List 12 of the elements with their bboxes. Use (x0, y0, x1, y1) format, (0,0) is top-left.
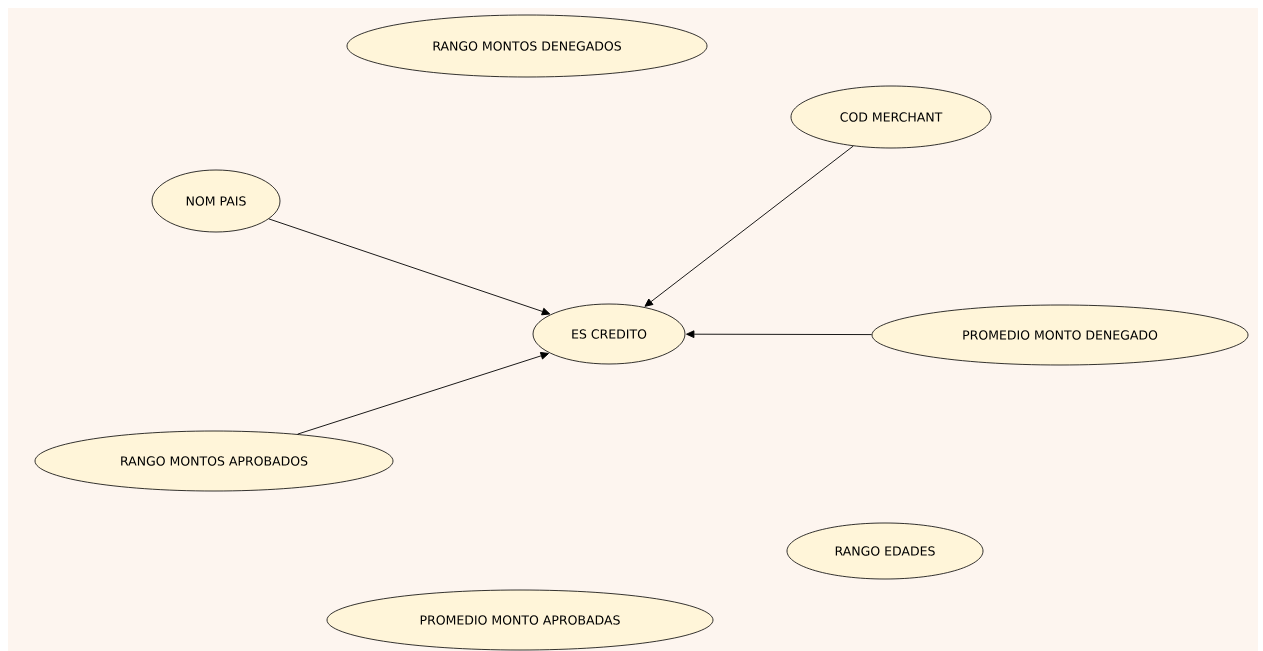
arrow (268, 218, 551, 316)
ellipse-node: RANGO MONTOS DENEGADOS (346, 14, 708, 78)
ellipse-node: RANGO MONTOS APROBADOS (34, 430, 394, 492)
arrow (686, 330, 873, 339)
ellipse-node: RANGO EDADES (786, 522, 984, 580)
ellipse-node: PROMEDIO MONTO APROBADAS (326, 589, 714, 651)
arrow (644, 145, 854, 307)
ellipse-node: COD MERCHANT (790, 85, 992, 149)
ellipse-node: PROMEDIO MONTO DENEGADO (871, 304, 1249, 366)
ellipse-node: ES CREDITO (532, 303, 686, 365)
arrow (297, 352, 549, 435)
ellipse-node: NOM PAIS (151, 169, 281, 233)
